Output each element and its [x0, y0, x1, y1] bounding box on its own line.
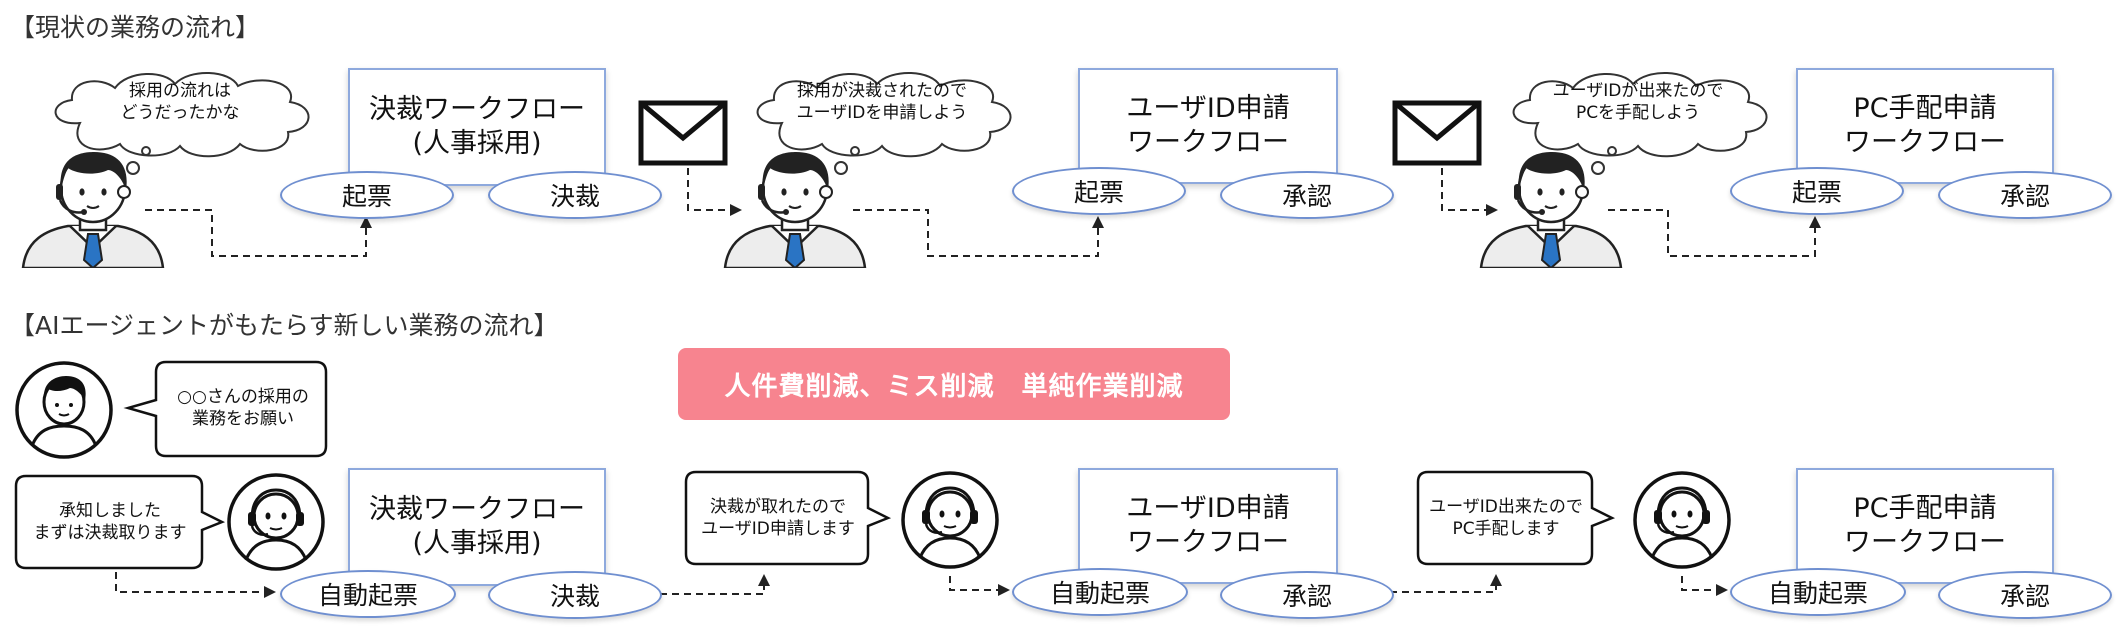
request-text: ○○さんの採用の 業務をお願い — [177, 387, 309, 429]
workflow-title: 決裁ワークフロー (人事採用) — [369, 494, 585, 559]
workflow-box-userid: ユーザID申請 ワークフロー — [1078, 468, 1338, 584]
workflow-box-approval: 決裁ワークフロー (人事採用) — [348, 468, 606, 586]
thought-bubble-dot — [1591, 161, 1605, 175]
thought-bubble-dot — [850, 146, 860, 156]
speech-bubble-message — [14, 474, 226, 570]
current-step-2 — [723, 71, 1012, 268]
workflow-title: PC手配申請 ワークフロー — [1844, 93, 2006, 158]
row2-connectors — [115, 572, 1728, 598]
thought-text: 採用が決裁されたので ユーザIDを申請しよう — [796, 81, 968, 123]
ai-agent-icon — [1633, 471, 1731, 569]
thought-bubble-dot — [126, 161, 140, 175]
step-oval-auto-draft[interactable]: 自動起票 — [1730, 568, 1906, 616]
workflow-title: ユーザID申請 ワークフロー — [1126, 93, 1290, 158]
thought-bubble-dot — [1607, 146, 1617, 156]
step-oval-draft[interactable]: 起票 — [1012, 167, 1186, 215]
speech-bubble-message — [1416, 470, 1616, 566]
connector-arrow — [1441, 168, 1498, 216]
connector-arrow — [145, 209, 372, 257]
thought-text: ユーザIDが出来たので PCを手配しよう — [1552, 81, 1724, 123]
requester-icon — [15, 361, 113, 459]
step-oval-approve[interactable]: 決裁 — [488, 171, 662, 219]
workflow-title: 決裁ワークフロー (人事採用) — [369, 94, 585, 159]
speech-bubble-request — [123, 360, 328, 458]
workflow-box-pc: PC手配申請 ワークフロー — [1796, 68, 2054, 184]
agent-message: ユーザID出来たので PC手配します — [1429, 497, 1583, 539]
thought-bubble-dot — [834, 161, 848, 175]
step-oval-approve[interactable]: 承認 — [1938, 171, 2112, 219]
step-oval-approve[interactable]: 承認 — [1220, 171, 1394, 219]
connector-arrow — [1608, 209, 1821, 257]
step-oval-approve[interactable]: 承認 — [1220, 571, 1394, 619]
connector-arrow — [660, 574, 770, 595]
office-worker-icon — [21, 150, 165, 268]
step-oval-auto-draft[interactable]: 自動起票 — [280, 570, 456, 618]
agent-message: 承知しました まずは決裁取ります — [33, 501, 187, 543]
workflow-title: PC手配申請 ワークフロー — [1844, 493, 2006, 558]
section-title-ai: 【AIエージェントがもたらす新しい業務の流れ】 — [10, 311, 559, 340]
thought-bubble-dot — [141, 146, 151, 156]
thought-text: 採用の流れは どうだったかな — [120, 81, 240, 123]
connector-arrow — [115, 572, 276, 598]
step-oval-draft[interactable]: 起票 — [280, 171, 454, 219]
connector-arrow — [687, 168, 742, 216]
ai-agent-icon — [901, 471, 999, 569]
current-step-1 — [21, 71, 310, 268]
step-oval-approve[interactable]: 承認 — [1938, 571, 2112, 619]
workflow-box-pc: PC手配申請 ワークフロー — [1796, 468, 2054, 584]
envelope-icon — [641, 103, 725, 163]
envelope-icon — [1395, 103, 1479, 163]
current-step-3 — [1479, 71, 1768, 268]
step-oval-approve[interactable]: 決裁 — [488, 571, 662, 619]
connector-arrow — [1390, 574, 1502, 593]
speech-bubble-message — [684, 470, 892, 566]
connector-arrow — [1681, 576, 1728, 596]
connector-arrow — [853, 209, 1104, 257]
agent-message: 決裁が取れたので ユーザID申請します — [701, 497, 855, 539]
step-oval-auto-draft[interactable]: 自動起票 — [1012, 568, 1188, 616]
ai-agent-icon — [227, 473, 325, 571]
row1-connectors — [145, 168, 1821, 257]
benefit-banner: 人件費削減、ミス削減 単純作業削減 — [678, 348, 1230, 420]
section-title-current: 【現状の業務の流れ】 — [10, 13, 261, 42]
workflow-box-approval: 決裁ワークフロー (人事採用) — [348, 68, 606, 186]
workflow-box-userid: ユーザID申請 ワークフロー — [1078, 68, 1338, 184]
step-oval-draft[interactable]: 起票 — [1730, 167, 1904, 215]
workflow-title: ユーザID申請 ワークフロー — [1126, 493, 1290, 558]
connector-arrow — [949, 576, 1010, 596]
